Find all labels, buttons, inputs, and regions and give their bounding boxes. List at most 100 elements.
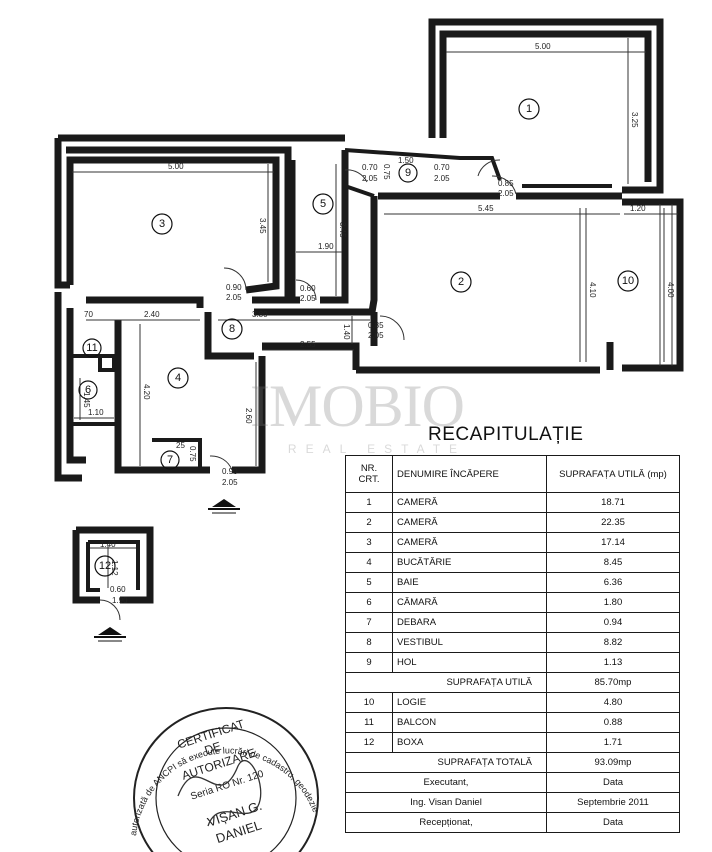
row-area: 22.35	[546, 512, 680, 533]
door-f-h: 2.05	[368, 331, 384, 340]
row-name: VESTIBUL	[392, 632, 547, 653]
dim-r10-w: 1.20	[630, 204, 646, 213]
header-nr: NR. CRT.	[345, 455, 393, 493]
dim-r8-h: 2.60	[244, 408, 253, 424]
executant-name-row: Ing. Visan Daniel Septembrie 2011	[345, 792, 680, 813]
row-name: DEBARA	[392, 612, 547, 633]
row-name: BAIE	[392, 572, 547, 593]
useful-area-value: 85.70mp	[546, 672, 680, 693]
room-8-label: 8	[229, 323, 235, 335]
row-name: BALCON	[392, 712, 547, 733]
room-7-label: 7	[167, 454, 173, 466]
row-nr: 2	[345, 512, 393, 533]
dim-r6-w: 1.10	[88, 408, 104, 417]
row-area: 0.88	[546, 712, 680, 733]
executant-label: Executant,	[345, 772, 547, 793]
door-d-w: 0.90	[226, 283, 242, 292]
door-b: 2.05	[434, 174, 450, 183]
row-name: CĂMARĂ	[392, 592, 547, 613]
door-g-w: 0.90	[222, 467, 238, 476]
entrance-arrow-icon	[94, 627, 126, 642]
dim-r12-w: 1.40	[100, 540, 116, 549]
dim-r5-h: 3.45	[338, 222, 347, 238]
useful-area-label: SUPRAFAȚA UTILĂ	[345, 672, 547, 693]
row-area: 8.45	[546, 552, 680, 573]
row-nr: 11	[345, 712, 393, 733]
row-area: 0.94	[546, 612, 680, 633]
row-nr: 7	[345, 612, 393, 633]
door-f-w: 0.85	[368, 321, 384, 330]
useful-area-row: SUPRAFAȚA UTILĂ 85.70mp	[345, 672, 680, 693]
row-nr: 12	[345, 732, 393, 753]
dim-r7-h: 0.75	[188, 446, 197, 462]
header-area: SUPRAFAȚA UTILĂ (mp)	[546, 455, 680, 493]
dim-r7-w: 25	[176, 441, 185, 450]
door-a: 2.05	[362, 174, 378, 183]
receptionat-date-label: Data	[546, 812, 680, 833]
door-c-h: 2.05	[498, 189, 514, 198]
authorization-stamp: autorizată de ANCPI să execute lucrări d…	[118, 686, 321, 852]
recap-table: NR. CRT. DENUMIRE ÎNCĂPERE SUPRAFAȚA UTI…	[345, 455, 680, 833]
room-12-label: 12	[99, 560, 111, 572]
walls	[54, 18, 684, 604]
dim-r5-w: 1.90	[318, 242, 334, 251]
dim-r9-a: 1.50	[398, 156, 414, 165]
room-3-label: 3	[159, 218, 165, 230]
row-area: 4.80	[546, 692, 680, 713]
door-swings	[99, 159, 517, 621]
dimension-lines	[72, 38, 678, 588]
row-nr: 10	[345, 692, 393, 713]
row-nr: 1	[345, 492, 393, 513]
room-2-label: 2	[458, 276, 464, 288]
dim-r9-b: 0.70	[362, 163, 378, 172]
row-name: CAMERĂ	[392, 532, 547, 553]
row-area: 1.13	[546, 652, 680, 673]
dim-r10-h: 4.00	[666, 282, 675, 298]
door-h-w: 0.60	[110, 585, 126, 594]
room-markers: 1 2 3 4 5 6 7 8 9 10 11 12	[78, 98, 639, 577]
row-nr: 4	[345, 552, 393, 573]
row-name: CAMERĂ	[392, 512, 547, 533]
door-e-h: 2.05	[300, 294, 316, 303]
row-nr: 3	[345, 532, 393, 553]
row-area: 1.71	[546, 732, 680, 753]
total-area-row: SUPRAFAȚA TOTALĂ 93.09mp	[345, 752, 680, 773]
executant-date: Septembrie 2011	[546, 792, 680, 813]
row-nr: 5	[345, 572, 393, 593]
dim-r3-h: 3.45	[258, 218, 267, 234]
dim-r1-w: 5.00	[535, 42, 551, 51]
door-c-w: 0.85	[498, 179, 514, 188]
row-area: 1.80	[546, 592, 680, 613]
executant-date-label: Data	[546, 772, 680, 793]
door-g-h: 2.05	[222, 478, 238, 487]
row-nr: 9	[345, 652, 393, 673]
row-name: HOL	[392, 652, 547, 673]
dim-r9-c: 0.70	[434, 163, 450, 172]
door-e-w: 0.60	[300, 284, 316, 293]
table-header-row: NR. CRT. DENUMIRE ÎNCĂPERE SUPRAFAȚA UTI…	[345, 455, 680, 493]
row-nr: 8	[345, 632, 393, 653]
dim-r9-d: 0.75	[382, 164, 391, 180]
signature-scribble	[177, 759, 262, 827]
header-name: DENUMIRE ÎNCĂPERE	[392, 455, 547, 493]
dim-r4-h: 4.20	[142, 384, 151, 400]
row-area: 18.71	[546, 492, 680, 513]
recap-title: RECAPITULAȚIE	[428, 424, 584, 445]
row-name: CAMERĂ	[392, 492, 547, 513]
receptionat-row: Recepționat, Data	[345, 812, 680, 833]
dim-r8-w2: 2.55	[300, 340, 316, 349]
room-10-label: 10	[622, 275, 634, 287]
dim-r6-h: 1.45	[82, 392, 91, 408]
room-9-label: 9	[405, 167, 411, 179]
door-d-h: 2.05	[226, 293, 242, 302]
room-1-label: 1	[526, 103, 532, 115]
room-6-label: 6	[85, 384, 91, 396]
